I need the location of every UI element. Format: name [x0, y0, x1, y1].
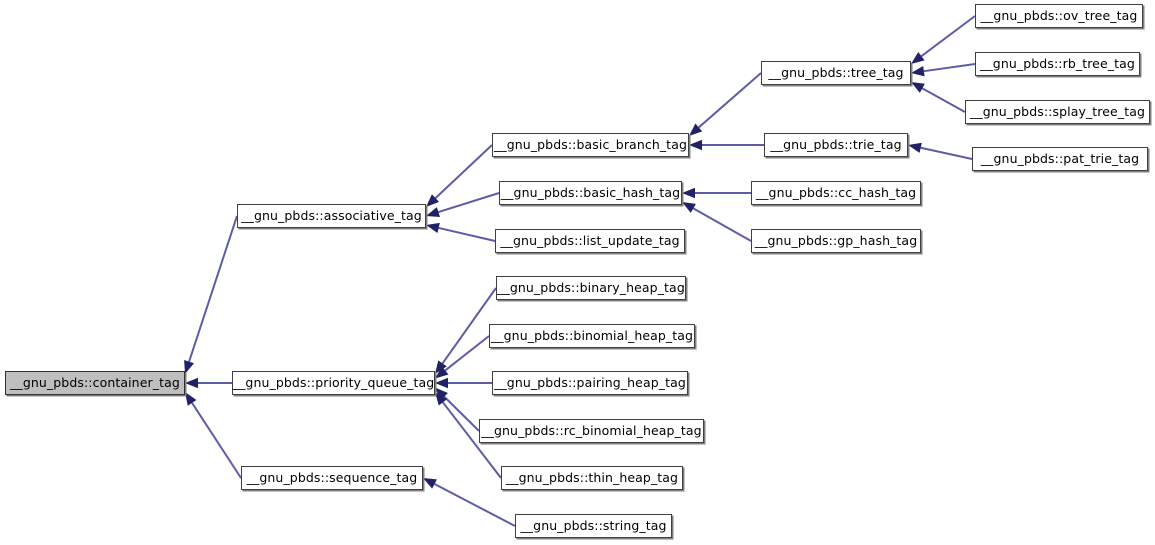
- node-binary_heap_tag[interactable]: __gnu_pbds::binary_heap_tag: [496, 276, 686, 300]
- arrowhead-basic_hash_tag-to-associative_tag: [426, 207, 440, 218]
- node-rb_tree_tag[interactable]: __gnu_pbds::rb_tree_tag: [975, 52, 1140, 76]
- arrowhead-thin_heap_tag-to-priority_queue_tag: [435, 392, 448, 406]
- edge-rc_binomial_heap_tag-to-priority_queue_tag: [443, 395, 480, 432]
- node-gp_hash_tag[interactable]: __gnu_pbds::gp_hash_tag: [751, 229, 921, 253]
- node-pat_trie_tag[interactable]: __gnu_pbds::pat_trie_tag: [972, 147, 1148, 171]
- node-label: __gnu_pbds::associative_tag: [241, 207, 422, 223]
- arrowhead-ov_tree_tag-to-tree_tag: [911, 52, 925, 64]
- node-splay_tree_tag[interactable]: __gnu_pbds::splay_tree_tag: [965, 100, 1150, 124]
- node-trie_tag[interactable]: __gnu_pbds::trie_tag: [764, 133, 908, 157]
- edge-ov_tree_tag-to-tree_tag: [920, 15, 976, 58]
- arrowhead-associative_tag-to-container_tag: [184, 360, 195, 374]
- node-label: __gnu_pbds::cc_hash_tag: [755, 184, 917, 200]
- edge-binomial_heap_tag-to-priority_queue_tag: [444, 335, 490, 372]
- node-label: __gnu_pbds::container_tag: [10, 374, 180, 390]
- edge-pat_trie_tag-to-trie_tag: [920, 146, 973, 160]
- arrowhead-rb_tree_tag-to-tree_tag: [911, 66, 925, 77]
- node-label: __gnu_pbds::binomial_heap_tag: [490, 327, 694, 343]
- edge-string_tag-to-sequence_tag: [434, 483, 516, 527]
- arrowhead-pat_trie_tag-to-trie_tag: [908, 142, 922, 153]
- node-basic_hash_tag[interactable]: __gnu_pbds::basic_hash_tag: [499, 181, 682, 205]
- node-rc_binomial_heap_tag[interactable]: __gnu_pbds::rc_binomial_heap_tag: [479, 419, 704, 443]
- edge-rb_tree_tag-to-tree_tag: [923, 63, 976, 73]
- node-label: __gnu_pbds::tree_tag: [768, 64, 904, 80]
- arrowhead-gp_hash_tag-to-basic_hash_tag: [682, 202, 696, 213]
- node-associative_tag[interactable]: __gnu_pbds::associative_tag: [237, 204, 426, 228]
- node-binomial_heap_tag[interactable]: __gnu_pbds::binomial_heap_tag: [489, 324, 695, 348]
- node-label: __gnu_pbds::sequence_tag: [246, 469, 418, 485]
- node-label: __gnu_pbds::pat_trie_tag: [980, 150, 1140, 166]
- node-string_tag[interactable]: __gnu_pbds::string_tag: [515, 514, 672, 538]
- node-label: __gnu_pbds::gp_hash_tag: [754, 232, 918, 248]
- edge-list_update_tag-to-associative_tag: [438, 226, 496, 242]
- node-container_tag[interactable]: __gnu_pbds::container_tag: [5, 371, 185, 395]
- node-label: __gnu_pbds::rb_tree_tag: [980, 55, 1135, 71]
- arrowhead-sequence_tag-to-container_tag: [185, 392, 197, 406]
- node-label: __gnu_pbds::basic_branch_tag: [494, 136, 687, 152]
- node-label: __gnu_pbds::list_update_tag: [500, 232, 680, 248]
- node-label: __gnu_pbds::rc_binomial_heap_tag: [481, 422, 702, 438]
- node-pairing_heap_tag[interactable]: __gnu_pbds::pairing_heap_tag: [492, 371, 688, 395]
- node-basic_branch_tag[interactable]: __gnu_pbds::basic_branch_tag: [492, 133, 689, 157]
- edge-sequence_tag-to-container_tag: [191, 402, 242, 479]
- arrowhead-string_tag-to-sequence_tag: [423, 478, 437, 489]
- edge-basic_hash_tag-to-associative_tag: [438, 192, 500, 214]
- node-list_update_tag[interactable]: __gnu_pbds::list_update_tag: [495, 229, 685, 253]
- node-label: __gnu_pbds::binary_heap_tag: [497, 279, 685, 295]
- edge-associative_tag-to-container_tag: [188, 215, 238, 362]
- node-label: __gnu_pbds::splay_tree_tag: [970, 103, 1145, 119]
- arrowhead-splay_tree_tag-to-tree_tag: [911, 82, 925, 93]
- node-label: __gnu_pbds::priority_queue_tag: [232, 374, 435, 390]
- arrowhead-binary_heap_tag-to-priority_queue_tag: [435, 360, 447, 374]
- node-label: __gnu_pbds::basic_hash_tag: [500, 184, 681, 200]
- node-thin_heap_tag[interactable]: __gnu_pbds::thin_heap_tag: [501, 466, 683, 490]
- edge-gp_hash_tag-to-basic_hash_tag: [692, 207, 752, 242]
- edge-tree_tag-to-basic_branch_tag: [698, 72, 762, 129]
- arrowhead-rc_binomial_heap_tag-to-priority_queue_tag: [435, 387, 448, 401]
- node-priority_queue_tag[interactable]: __gnu_pbds::priority_queue_tag: [232, 371, 435, 395]
- edge-splay_tree_tag-to-tree_tag: [921, 87, 966, 113]
- node-label: __gnu_pbds::pairing_heap_tag: [494, 374, 686, 390]
- edge-basic_branch_tag-to-associative_tag: [434, 144, 493, 199]
- node-label: __gnu_pbds::string_tag: [520, 517, 667, 533]
- node-label: __gnu_pbds::ov_tree_tag: [980, 7, 1138, 23]
- edge-binary_heap_tag-to-priority_queue_tag: [441, 287, 497, 364]
- node-label: __gnu_pbds::trie_tag: [770, 136, 902, 152]
- arrowhead-list_update_tag-to-associative_tag: [426, 222, 440, 234]
- node-ov_tree_tag[interactable]: __gnu_pbds::ov_tree_tag: [975, 4, 1143, 28]
- node-cc_hash_tag[interactable]: __gnu_pbds::cc_hash_tag: [751, 181, 921, 205]
- node-tree_tag[interactable]: __gnu_pbds::tree_tag: [761, 61, 911, 85]
- arrowhead-basic_branch_tag-to-associative_tag: [426, 194, 440, 207]
- arrowhead-priority_queue_tag-to-container_tag: [185, 377, 198, 389]
- node-sequence_tag[interactable]: __gnu_pbds::sequence_tag: [241, 466, 423, 490]
- arrowhead-tree_tag-to-basic_branch_tag: [689, 123, 703, 136]
- node-label: __gnu_pbds::thin_heap_tag: [505, 469, 679, 485]
